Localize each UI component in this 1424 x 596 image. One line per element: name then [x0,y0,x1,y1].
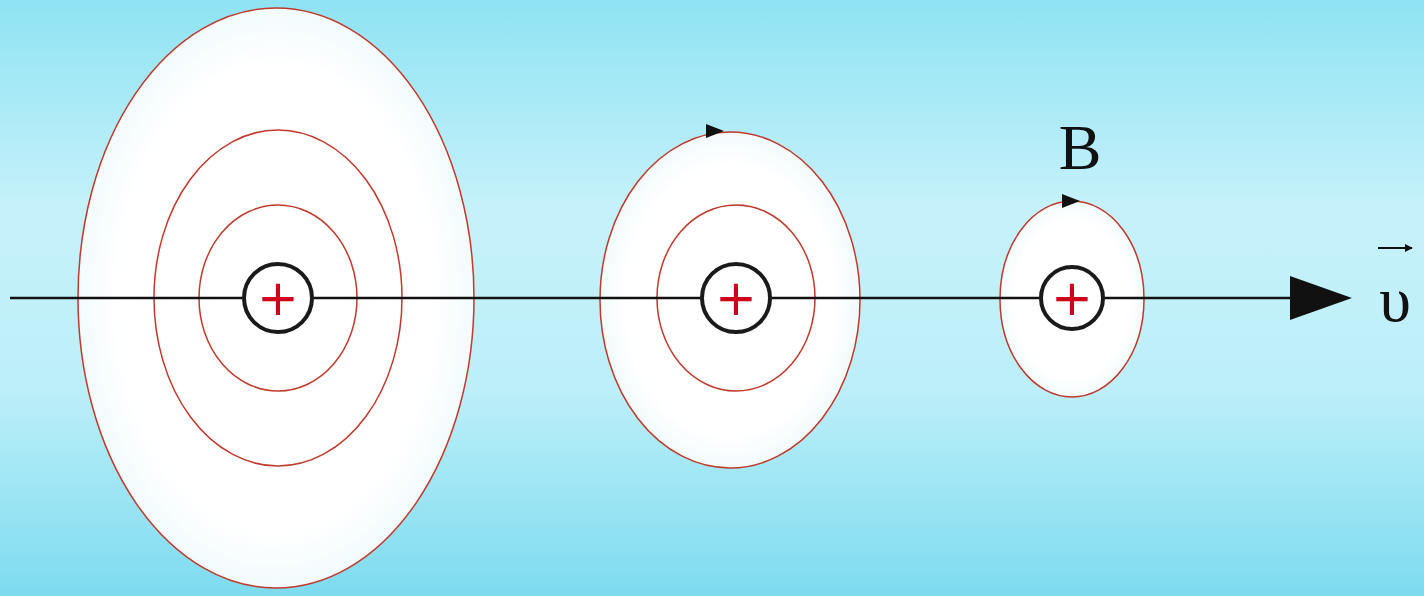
velocity-arrowhead [1290,276,1352,320]
field-direction-arrow [706,124,724,138]
vector-arrow [1378,247,1412,249]
field-lines [600,132,860,468]
field-label: B [1059,116,1102,180]
charge-circle: + [699,261,773,335]
charge-circle: + [241,261,315,335]
charge-ring [702,264,770,332]
charge-ring [244,264,312,332]
field-direction-arrow [1062,194,1080,208]
charge-sign: + [257,273,299,323]
velocity-label: υ [1379,268,1411,332]
motion-axis [10,297,1300,300]
charge-circle: + [1038,264,1106,332]
charge-ring [1041,267,1103,329]
charge-sign: + [715,273,757,323]
charge-sign: + [1051,273,1093,323]
